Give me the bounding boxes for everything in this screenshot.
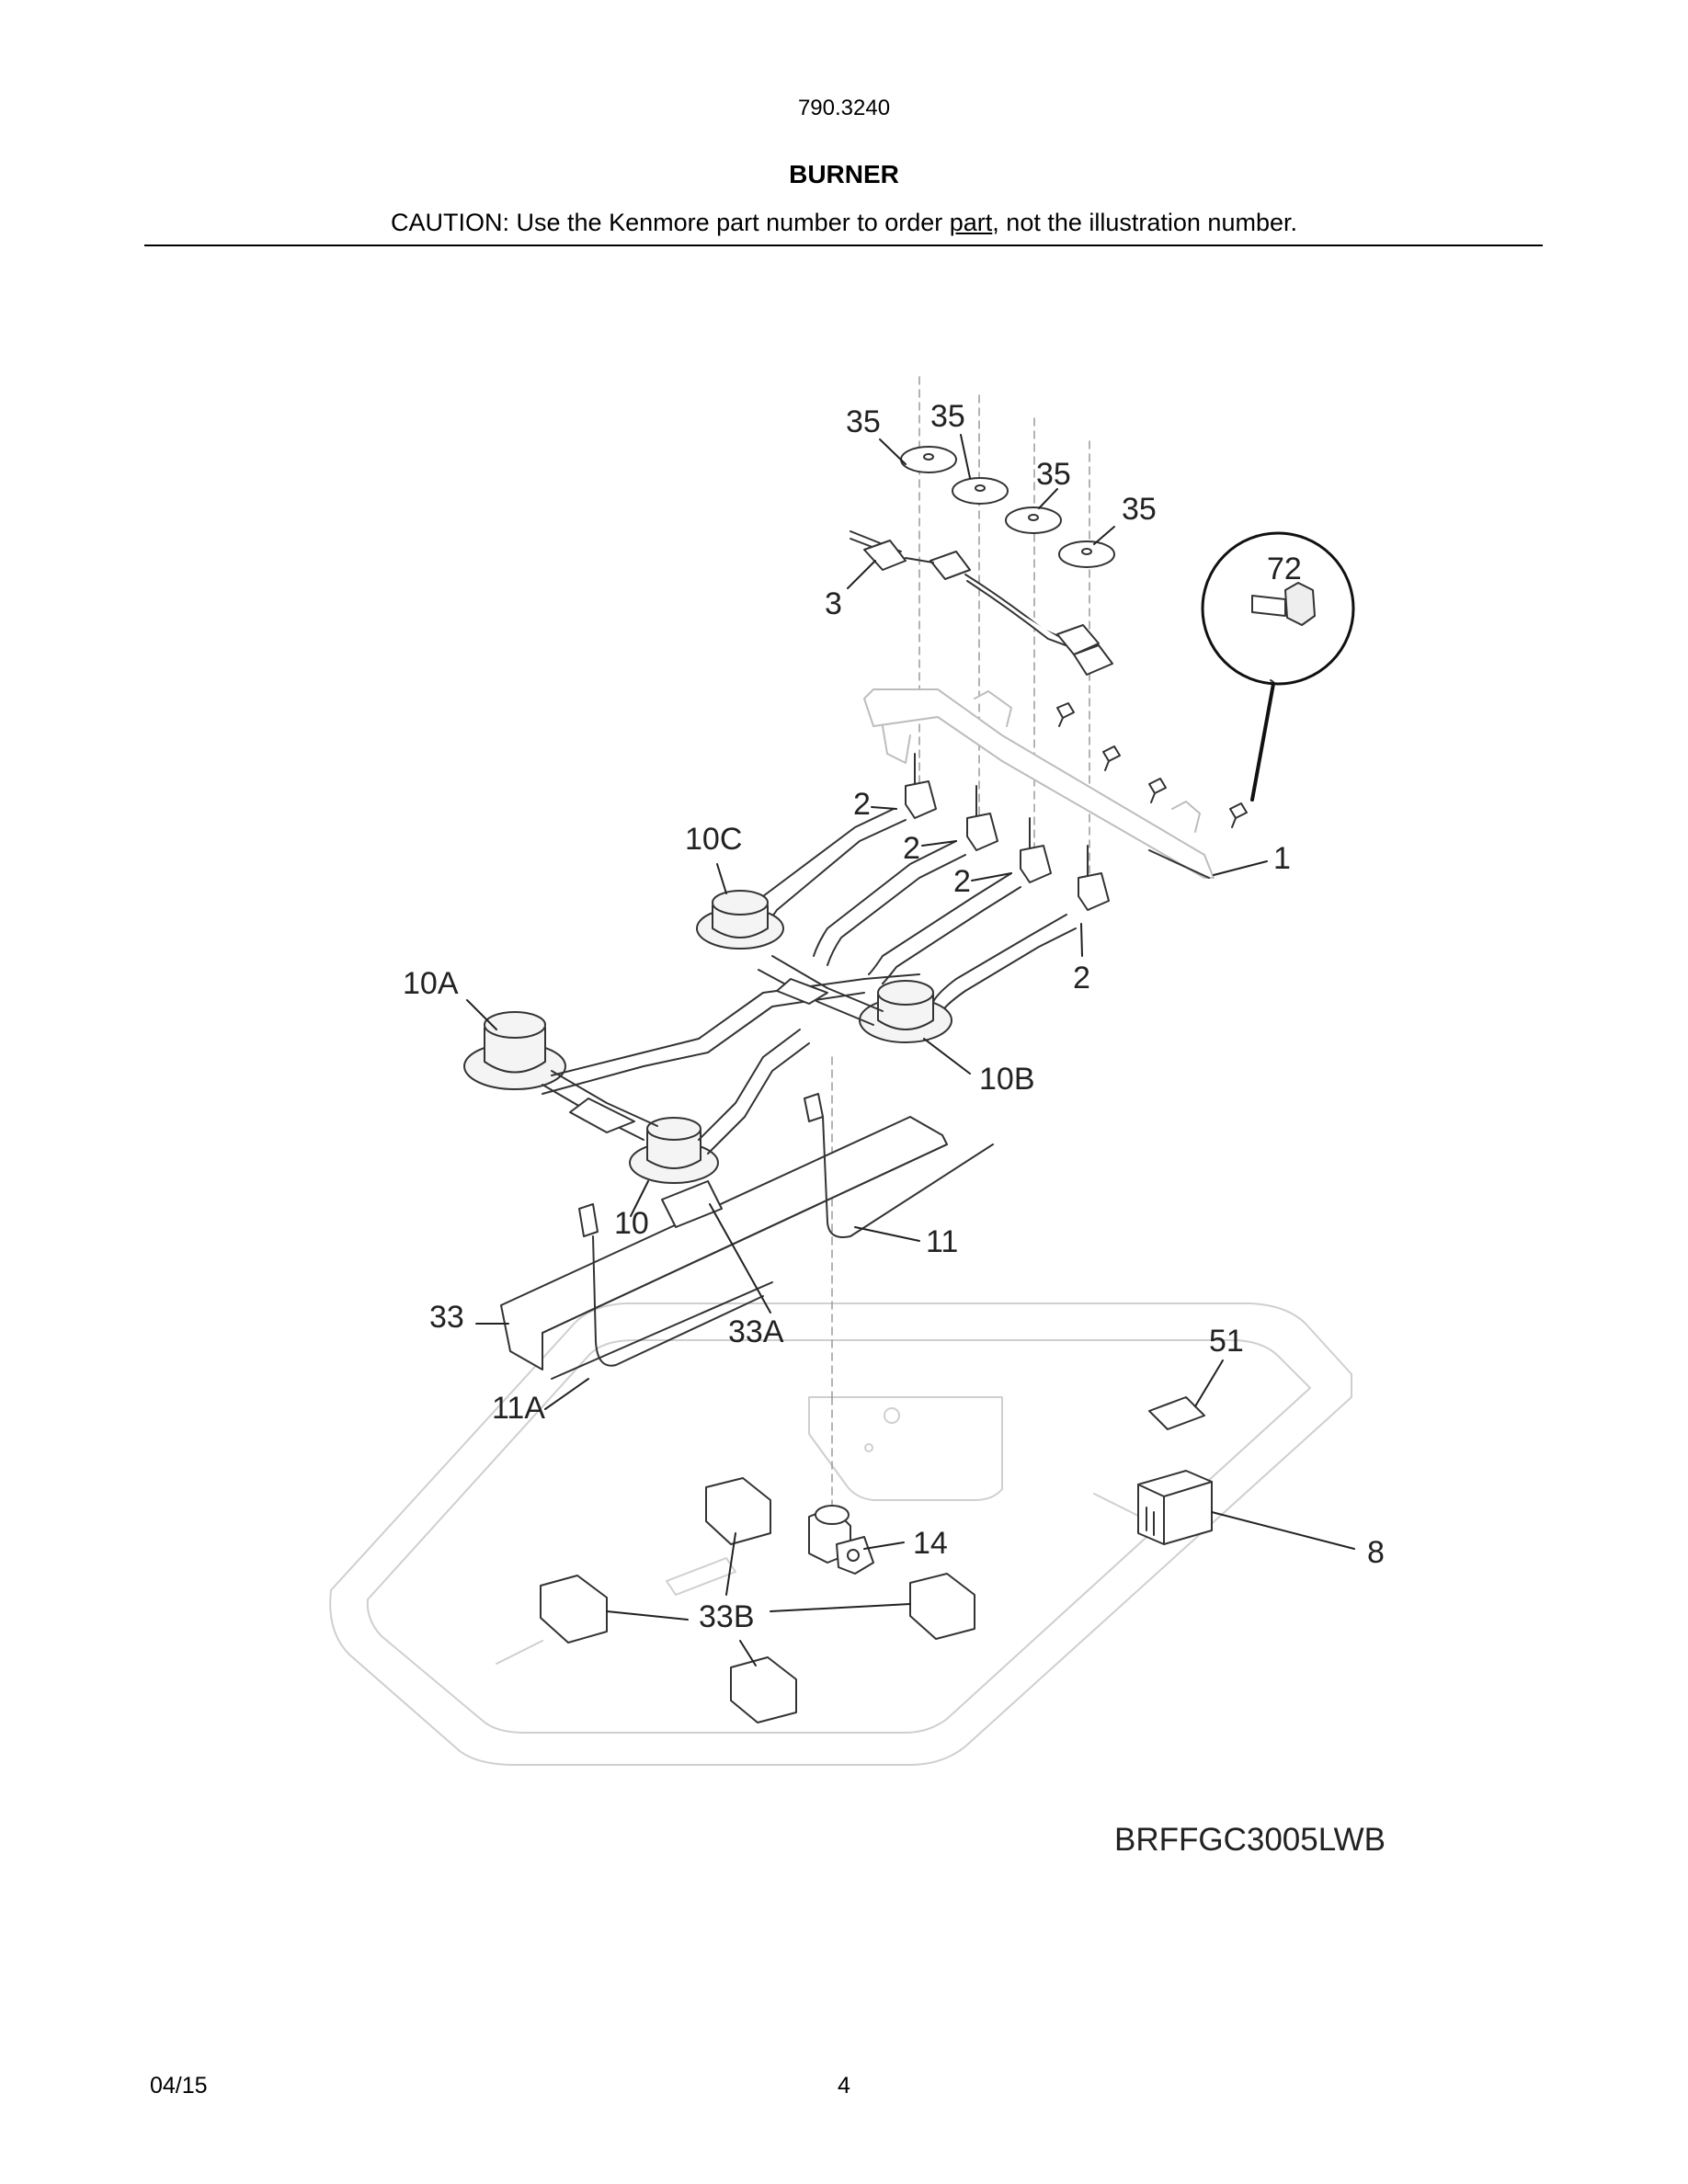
model-code: BRFFGC3005LWB (1114, 1822, 1386, 1858)
revision-date: 04/15 (150, 2073, 208, 2099)
burner-box (500, 1093, 948, 1380)
shutoff-valve (808, 1505, 874, 1575)
callout-3: 3 (825, 586, 842, 621)
burner-caps (900, 446, 1115, 568)
callout-8: 8 (1367, 1535, 1385, 1570)
callout-35: 35 (930, 399, 965, 434)
callout-2: 2 (953, 864, 971, 899)
callout-51: 51 (1209, 1324, 1244, 1359)
burner-heads (463, 890, 952, 1184)
page-title: BURNER (789, 160, 899, 188)
caution-text-start: CAUTION: Use the Kenmore part number to … (391, 209, 950, 236)
caution-note: CAUTION: Use the Kenmore part number to … (0, 209, 1688, 237)
callout-10: 10 (614, 1206, 649, 1241)
thermocouple-tubes (592, 1116, 994, 1367)
callout-1: 1 (1273, 841, 1291, 876)
screw-detail (1201, 531, 1355, 802)
manifold-screws (1056, 702, 1248, 828)
callout-72: 72 (1267, 552, 1302, 586)
callout-10b: 10B (979, 1062, 1035, 1097)
cooktop-pan (329, 1302, 1352, 1766)
callout-33: 33 (429, 1300, 464, 1335)
ignitor-harness (850, 530, 1113, 676)
callout-10c: 10C (685, 822, 742, 857)
model-number: 790.3240 (797, 96, 891, 120)
burner-valves (905, 753, 1110, 911)
caution-part-link[interactable]: part (949, 209, 993, 236)
callout-35: 35 (846, 404, 881, 439)
callout-2: 2 (853, 787, 871, 822)
callout-labels: 35 35 35 35 72 3 2 2 2 2 10C 1 10A 10B 1… (403, 399, 1385, 1634)
callout-11: 11 (926, 1224, 958, 1259)
callout-35: 35 (1036, 457, 1071, 492)
header-rule (144, 245, 1543, 246)
callout-11a: 11A (492, 1391, 545, 1426)
page-number: 4 (838, 2073, 850, 2099)
burner-frame (542, 955, 920, 1155)
callout-2: 2 (903, 831, 920, 866)
caution-text-end: , not the illustration number. (992, 209, 1297, 236)
spring-clip (1148, 1396, 1205, 1430)
callout-35: 35 (1122, 492, 1157, 527)
gas-manifold (863, 688, 1215, 879)
callout-leaders (466, 434, 1355, 1666)
callout-33a: 33A (728, 1314, 784, 1349)
callout-2: 2 (1073, 961, 1090, 995)
callout-33b: 33B (699, 1599, 755, 1634)
callout-10a: 10A (403, 966, 459, 1001)
callout-14: 14 (913, 1526, 948, 1561)
assembly-lines (831, 376, 1090, 1527)
regulator (1137, 1470, 1213, 1545)
mounting-brackets (540, 1477, 975, 1723)
